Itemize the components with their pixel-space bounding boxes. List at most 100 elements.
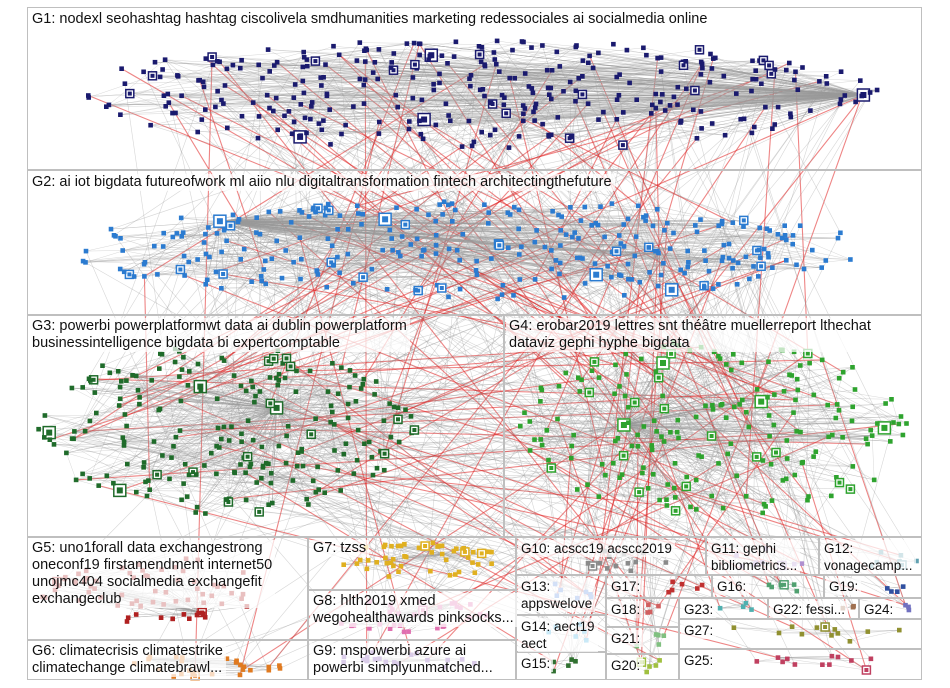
mutual-edge <box>534 119 618 280</box>
cross-edge <box>723 245 826 628</box>
internal-edge <box>323 99 618 121</box>
internal-edge <box>219 220 605 238</box>
internal-edge <box>521 41 803 68</box>
internal-edge <box>525 45 577 74</box>
internal-edge <box>307 65 663 95</box>
cross-edge <box>364 79 768 229</box>
internal-edge <box>300 104 678 138</box>
internal-edge <box>414 42 864 96</box>
cross-edge <box>347 253 572 447</box>
internal-edge <box>217 61 469 122</box>
internal-edge <box>330 134 549 145</box>
internal-edge <box>143 71 864 96</box>
internal-edge <box>219 221 262 282</box>
internal-edge <box>616 76 864 96</box>
internal-edge <box>548 87 864 96</box>
internal-edge <box>657 57 864 96</box>
internal-edge <box>657 57 864 96</box>
internal-edge <box>584 206 608 267</box>
internal-edge <box>206 221 221 280</box>
internal-edge <box>219 220 437 236</box>
mutual-edge <box>454 353 809 604</box>
internal-edge <box>212 64 674 98</box>
internal-edge <box>433 74 620 91</box>
internal-edge <box>462 88 687 147</box>
internal-edge <box>205 232 841 255</box>
internal-edge <box>226 68 864 96</box>
cross-edge <box>119 490 712 497</box>
internal-edge <box>303 61 684 94</box>
internal-edge <box>108 94 864 106</box>
internal-edge <box>810 94 864 111</box>
mutual-edge <box>509 77 606 476</box>
internal-edge <box>462 94 864 147</box>
cross-edge <box>44 415 587 593</box>
cross-edge <box>237 78 470 223</box>
internal-edge <box>603 94 864 113</box>
internal-edge <box>310 42 415 120</box>
internal-edge <box>397 106 524 122</box>
internal-edge <box>616 94 864 120</box>
internal-edge <box>347 205 358 230</box>
mutual-edge <box>159 104 678 410</box>
group-label-g13: G13: appswelove <box>518 578 596 612</box>
internal-edge <box>323 73 772 78</box>
internal-edge <box>320 71 796 78</box>
cross-edge <box>74 431 665 442</box>
cross-edge <box>389 403 638 436</box>
internal-edge <box>269 107 463 147</box>
mutual-edge <box>291 221 796 401</box>
internal-edge <box>178 76 726 136</box>
group-label-g17: G17: <box>608 578 644 595</box>
internal-edge <box>223 103 726 136</box>
internal-edge <box>774 94 864 125</box>
internal-edge <box>502 216 562 286</box>
internal-edge <box>695 225 826 261</box>
cross-edge <box>89 84 365 422</box>
internal-edge <box>284 73 772 117</box>
internal-edge <box>219 61 864 96</box>
cross-edge <box>712 228 768 406</box>
internal-edge <box>273 94 864 112</box>
cross-edge <box>272 87 552 504</box>
cross-edge <box>258 116 723 222</box>
internal-edge <box>219 220 573 238</box>
internal-edge <box>377 61 686 80</box>
internal-edge <box>409 94 864 122</box>
internal-edge <box>172 54 432 114</box>
cross-edge <box>842 422 894 609</box>
internal-edge <box>163 95 589 104</box>
internal-edge <box>377 78 485 97</box>
cross-edge <box>649 108 657 613</box>
internal-edge <box>219 220 328 239</box>
cross-edge <box>261 45 577 282</box>
internal-edge <box>366 49 576 92</box>
internal-edge <box>682 61 698 139</box>
cross-edge <box>585 236 637 593</box>
cross-edge <box>254 230 561 403</box>
internal-edge <box>175 112 424 140</box>
internal-edge <box>219 220 724 246</box>
internal-edge <box>359 78 864 96</box>
internal-edge <box>326 94 864 96</box>
cross-edge <box>349 254 520 388</box>
cross-edge <box>384 75 724 220</box>
mutual-edge <box>286 357 592 598</box>
internal-edge <box>468 94 864 122</box>
cross-edge <box>278 77 324 447</box>
internal-edge <box>253 94 864 103</box>
internal-edge <box>514 77 864 96</box>
internal-edge <box>258 55 590 117</box>
internal-edge <box>219 220 668 224</box>
internal-edge <box>219 220 620 236</box>
cross-edge <box>168 102 782 350</box>
internal-edge <box>219 220 560 275</box>
internal-edge <box>379 94 864 123</box>
mutual-edge <box>296 359 823 372</box>
internal-edge <box>219 220 327 288</box>
internal-edge <box>129 49 367 94</box>
cross-edge <box>189 371 844 671</box>
internal-edge <box>323 94 864 121</box>
internal-edge <box>274 65 392 68</box>
internal-edge <box>129 60 753 94</box>
